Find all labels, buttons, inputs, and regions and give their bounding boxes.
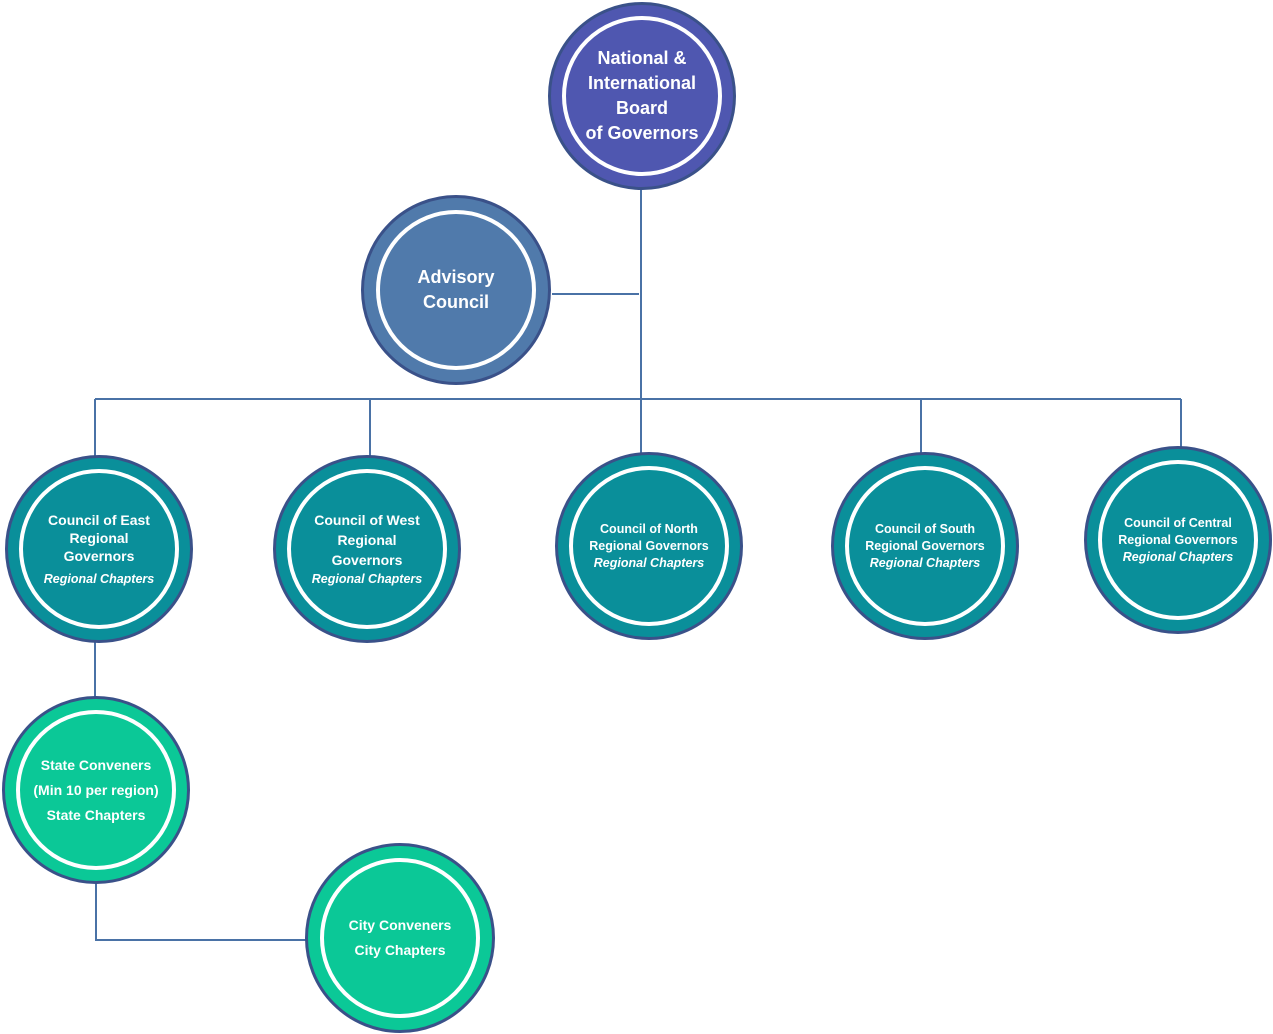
- city-inner: City Conveners City Chapters: [320, 858, 480, 1018]
- state-city-line: [95, 883, 308, 941]
- state-line: State Chapters: [46, 806, 146, 823]
- advisory-council-node: Advisory Council: [361, 195, 551, 385]
- state-line: (Min 10 per region): [33, 781, 159, 798]
- north-subtitle: Regional Chapters: [593, 555, 705, 570]
- east-inner: Council of East Regional Governors Regio…: [19, 469, 179, 629]
- north-title: Council of North Regional Governors: [589, 521, 709, 553]
- city-line: City Conveners: [348, 917, 452, 933]
- state-line: State Conveners: [40, 756, 152, 773]
- west-council-node: Council of West Regional Governors Regio…: [273, 455, 461, 643]
- south-subtitle: Regional Chapters: [869, 555, 981, 570]
- east-council-node: Council of East Regional Governors Regio…: [5, 455, 193, 643]
- central-title: Council of Central Regional Governors: [1118, 515, 1238, 547]
- advisory-line: Council: [423, 292, 489, 312]
- north-council-node: Council of North Regional Governors Regi…: [555, 452, 743, 640]
- board-node: National & International Board of Govern…: [548, 2, 736, 190]
- board-line: Board: [615, 98, 668, 118]
- central-council-node: Council of Central Regional Governors Re…: [1084, 446, 1272, 634]
- west-inner: Council of West Regional Governors Regio…: [287, 469, 447, 629]
- east-subtitle: Regional Chapters: [43, 571, 155, 586]
- city-line: City Chapters: [354, 942, 446, 958]
- west-subtitle: Regional Chapters: [311, 572, 423, 586]
- state-inner: State Conveners (Min 10 per region) Stat…: [16, 710, 176, 870]
- east-title: Council of East Regional Governors: [48, 511, 150, 564]
- west-title: Council of West Regional Governors: [314, 512, 420, 568]
- north-inner: Council of North Regional Governors Regi…: [569, 466, 729, 626]
- advisory-inner: Advisory Council: [376, 210, 536, 370]
- south-title: Council of South Regional Governors: [865, 521, 985, 553]
- board-line: International: [587, 73, 696, 93]
- board-line: National &: [597, 48, 687, 68]
- state-conveners-node: State Conveners (Min 10 per region) Stat…: [2, 696, 190, 884]
- central-subtitle: Regional Chapters: [1122, 549, 1234, 564]
- central-inner: Council of Central Regional Governors Re…: [1098, 460, 1258, 620]
- south-council-node: Council of South Regional Governors Regi…: [831, 452, 1019, 640]
- south-inner: Council of South Regional Governors Regi…: [845, 466, 1005, 626]
- board-inner: National & International Board of Govern…: [562, 16, 722, 176]
- advisory-line: Advisory: [417, 267, 495, 287]
- board-line: of Governors: [585, 123, 699, 143]
- city-conveners-node: City Conveners City Chapters: [305, 843, 495, 1033]
